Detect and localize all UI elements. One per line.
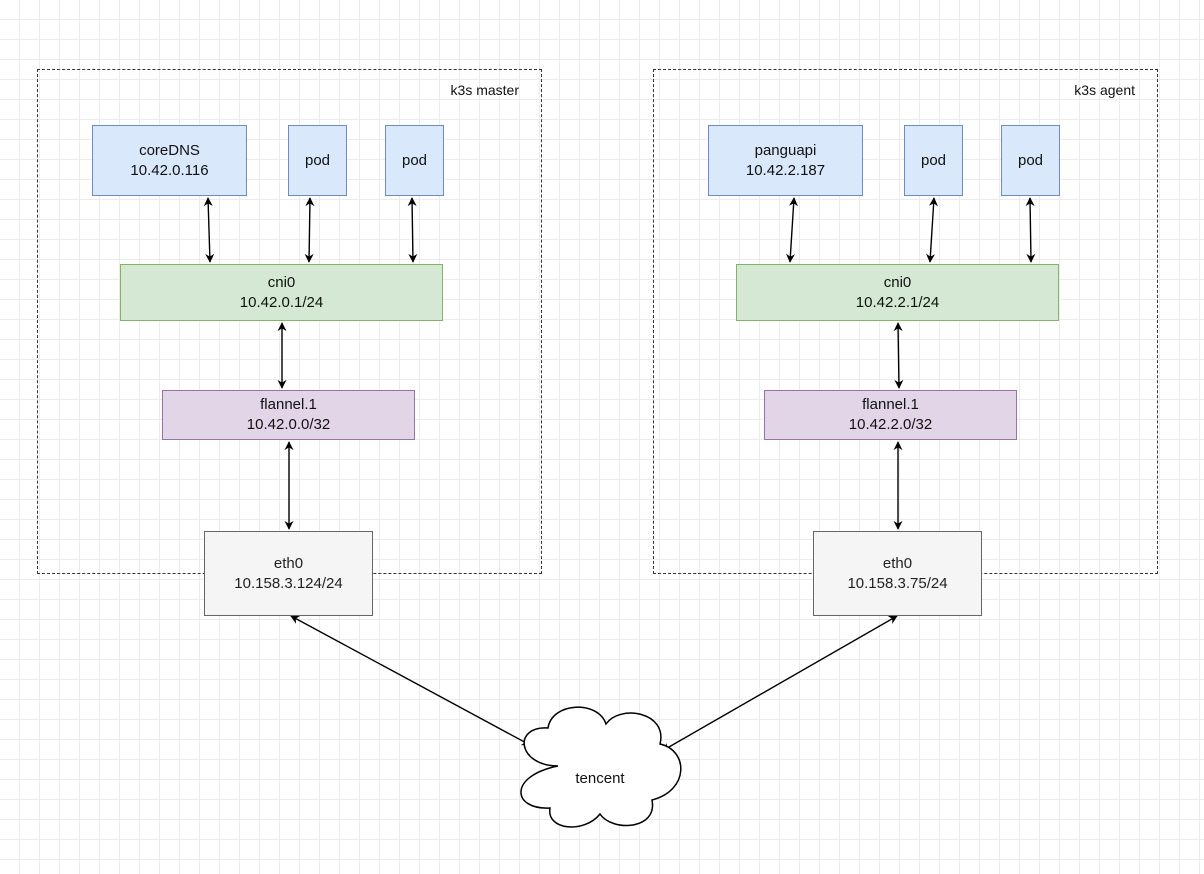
cluster-label: k3s agent xyxy=(1074,82,1135,98)
cni0-master[interactable]: cni0 10.42.0.1/24 xyxy=(120,264,443,321)
edge-pod1-cni0 xyxy=(304,197,315,263)
edge-panguapi-cni0 xyxy=(786,197,798,263)
node-ip: 10.42.0.1/24 xyxy=(239,293,324,311)
node-name: eth0 xyxy=(273,554,304,572)
node-ip: 10.42.2.187 xyxy=(745,161,826,179)
node-name: eth0 xyxy=(882,554,913,572)
node-ip: 10.42.2.1/24 xyxy=(855,293,940,311)
edge-master-eth0-cloud xyxy=(290,615,531,746)
cni0-agent[interactable]: cni0 10.42.2.1/24 xyxy=(736,264,1059,321)
pod-master-2[interactable]: pod xyxy=(385,125,444,196)
node-ip: 10.158.3.75/24 xyxy=(847,574,948,592)
pod-panguapi[interactable]: panguapi 10.42.2.187 xyxy=(708,125,863,196)
edge-coredns-cni0 xyxy=(203,197,215,263)
node-name: panguapi xyxy=(754,141,817,159)
node-name: pod xyxy=(401,151,428,169)
edge-cni0-flannel xyxy=(893,322,904,389)
pod-agent-2[interactable]: pod xyxy=(1001,125,1060,196)
node-name: coreDNS xyxy=(139,141,200,159)
cluster-label: k3s master xyxy=(450,82,519,98)
node-name: cni0 xyxy=(883,273,912,291)
node-ip: 10.42.0.116 xyxy=(130,161,209,179)
node-name: flannel.1 xyxy=(862,396,919,413)
pod-master-1[interactable]: pod xyxy=(288,125,347,196)
pod-coredns[interactable]: coreDNS 10.42.0.116 xyxy=(92,125,247,196)
cloud-shape xyxy=(520,706,682,828)
node-ip: 10.158.3.124/24 xyxy=(234,574,343,592)
node-name: cni0 xyxy=(267,273,296,291)
node-name: pod xyxy=(304,151,331,169)
edge-pod2-cni0 xyxy=(407,197,418,263)
node-ip: 10.42.2.0/32 xyxy=(848,416,933,433)
flannel-master[interactable]: flannel.1 10.42.0.0/32 xyxy=(162,390,415,440)
flannel-agent[interactable]: flannel.1 10.42.2.0/32 xyxy=(764,390,1017,440)
node-name: pod xyxy=(1017,151,1044,169)
edge-pod1-cni0 xyxy=(926,197,938,263)
cloud-label: tencent xyxy=(575,770,625,787)
node-name: pod xyxy=(920,151,947,169)
edge-agent-eth0-cloud xyxy=(661,615,898,752)
eth0-master[interactable]: eth0 10.158.3.124/24 xyxy=(204,531,373,616)
eth0-agent[interactable]: eth0 10.158.3.75/24 xyxy=(813,531,982,616)
node-ip: 10.42.0.0/32 xyxy=(246,416,331,433)
node-name: flannel.1 xyxy=(260,396,317,413)
pod-agent-1[interactable]: pod xyxy=(904,125,963,196)
edge-pod2-cni0 xyxy=(1025,197,1036,263)
